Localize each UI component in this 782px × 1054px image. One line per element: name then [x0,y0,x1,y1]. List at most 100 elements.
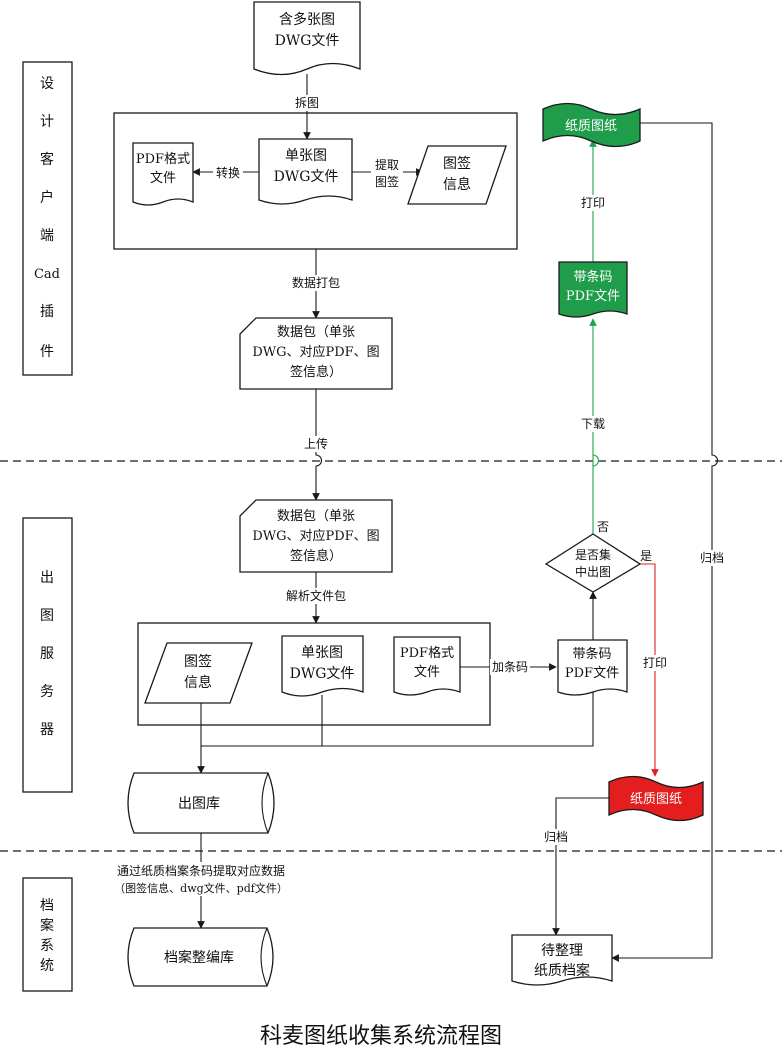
svg-text:解析文件包: 解析文件包 [286,588,346,603]
svg-text:是: 是 [640,549,652,563]
svg-text:数据打包: 数据打包 [292,275,340,290]
label-parse: 解析文件包 [280,588,352,604]
lane-archive-char: 统 [40,958,54,974]
node-multi-dwg-file: 含多张图 DWG文件 [253,1,361,76]
svg-text:签信息）: 签信息） [290,364,342,380]
label-convert: 转换 [213,165,243,180]
svg-text:图签: 图签 [443,155,471,172]
svg-text:打印: 打印 [581,196,605,210]
edge-yes-print [640,563,659,777]
label-split: 拆图 [291,95,323,111]
svg-text:上传: 上传 [304,436,328,451]
node-paper-drawing-red: 纸质图纸 [608,775,704,822]
svg-text:（图签信息、dwg文件、pdf文件）: （图签信息、dwg文件、pdf文件） [114,881,288,895]
svg-text:提取: 提取 [375,157,399,172]
svg-text:中出图: 中出图 [575,564,611,579]
svg-text:数据包（单张: 数据包（单张 [277,325,355,340]
edge-archive-bottom [552,797,609,936]
node-pending-paper-archive: 待整理 纸质档案 [511,934,613,986]
lane-cad-plugin: 设 计 客 户 端 Cad 插 件 [22,61,73,376]
node-single-dwg-top: 单张图 DWG文件 [258,138,353,205]
svg-text:纸质图纸: 纸质图纸 [565,119,617,134]
svg-text:信息: 信息 [443,176,471,193]
svg-text:PDF格式: PDF格式 [400,645,454,661]
label-pack: 数据打包 [288,275,344,291]
lane-cad-char: 件 [40,344,54,360]
lane-archive-char: 档 [40,898,54,914]
svg-text:带条码: 带条码 [572,646,611,662]
lane-server-char: 图 [40,608,54,624]
lane-cad-char: Cad [34,267,60,282]
edge-upload [312,389,322,501]
svg-text:通过纸质档案条码提取对应数据: 通过纸质档案条码提取对应数据 [117,863,285,878]
node-archive-database: 档案整编库 [127,927,274,987]
svg-text:文件: 文件 [414,665,440,680]
svg-text:出图库: 出图库 [178,796,220,812]
edge-barcode-to-db [201,692,594,747]
node-output-database: 出图库 [127,772,275,834]
edge-no-download [593,319,599,534]
svg-text:纸质档案: 纸质档案 [534,962,590,979]
node-barcode-pdf-green: 带条码 PDF文件 [558,261,628,318]
lane-cad-char: 客 [40,151,54,168]
node-paper-drawing-green: 纸质图纸 [542,102,641,148]
lane-cad-char: 端 [40,228,54,244]
svg-text:DWG文件: DWG文件 [275,33,340,49]
lane-archive-char: 案 [40,917,54,934]
svg-text:打印: 打印 [643,656,667,670]
svg-text:归档: 归档 [700,551,724,565]
node-barcode-pdf-server: 带条码 PDF文件 [557,639,628,696]
label-print-green: 打印 [579,195,607,211]
svg-text:DWG、对应PDF、图: DWG、对应PDF、图 [252,344,379,360]
svg-text:PDF文件: PDF文件 [566,289,620,304]
svg-text:下载: 下载 [581,417,605,431]
svg-text:拆图: 拆图 [295,95,319,110]
svg-text:签信息）: 签信息） [290,548,342,564]
label-add-barcode: 加条码 [490,659,530,675]
node-single-dwg-server: 单张图 DWG文件 [281,635,364,697]
lane-server-char: 务 [40,684,54,700]
lane-archive-char: 系 [40,938,54,954]
edge-archive-right [611,122,718,962]
svg-text:含多张图: 含多张图 [279,11,335,28]
lane-server-char: 服 [40,646,54,662]
svg-text:否: 否 [597,520,609,534]
svg-text:DWG文件: DWG文件 [290,666,355,682]
node-pdf-file-top: PDF格式 文件 [132,142,194,206]
svg-text:文件: 文件 [150,171,176,186]
svg-text:DWG、对应PDF、图: DWG、对应PDF、图 [252,528,379,544]
label-no: 否 [597,520,609,534]
svg-text:是否集: 是否集 [575,547,611,562]
lane-server-char: 器 [40,722,54,738]
svg-text:纸质图纸: 纸质图纸 [630,792,682,807]
svg-text:待整理: 待整理 [541,943,583,959]
svg-text:图签: 图签 [375,174,399,189]
node-pdf-file-server: PDF格式 文件 [393,636,461,696]
svg-text:带条码: 带条码 [573,269,612,285]
label-archive-bottom: 归档 [542,829,570,845]
svg-text:转换: 转换 [216,165,240,180]
label-upload: 上传 [302,436,330,452]
node-data-package-top: 数据包（单张 DWG、对应PDF、图 签信息） [239,317,393,390]
diagram-title: 科麦图纸收集系统流程图 [260,1024,502,1049]
lane-cad-char: 户 [40,189,54,206]
svg-text:DWG文件: DWG文件 [274,169,339,185]
lane-server-char: 出 [40,570,54,586]
svg-text:PDF格式: PDF格式 [136,151,190,167]
node-sign-info-top: 图签 信息 [407,145,507,205]
label-download: 下载 [579,416,607,432]
lane-cad-char: 设 [40,76,54,92]
node-data-package-server: 数据包（单张 DWG、对应PDF、图 签信息） [239,499,393,573]
svg-text:单张图: 单张图 [285,148,327,164]
label-archive-right: 归档 [698,550,726,566]
label-print-red: 打印 [641,655,669,671]
svg-text:加条码: 加条码 [492,660,528,674]
node-decision-centralized-output: 是否集 中出图 [544,533,642,593]
label-extract-by-barcode: 通过纸质档案条码提取对应数据 （图签信息、dwg文件、pdf文件） [100,862,302,896]
label-yes: 是 [640,549,652,563]
lane-archive-system: 档 案 系 统 [22,877,73,992]
svg-text:信息: 信息 [184,674,212,691]
lane-cad-char: 插 [40,304,54,320]
svg-text:图签: 图签 [184,653,212,670]
